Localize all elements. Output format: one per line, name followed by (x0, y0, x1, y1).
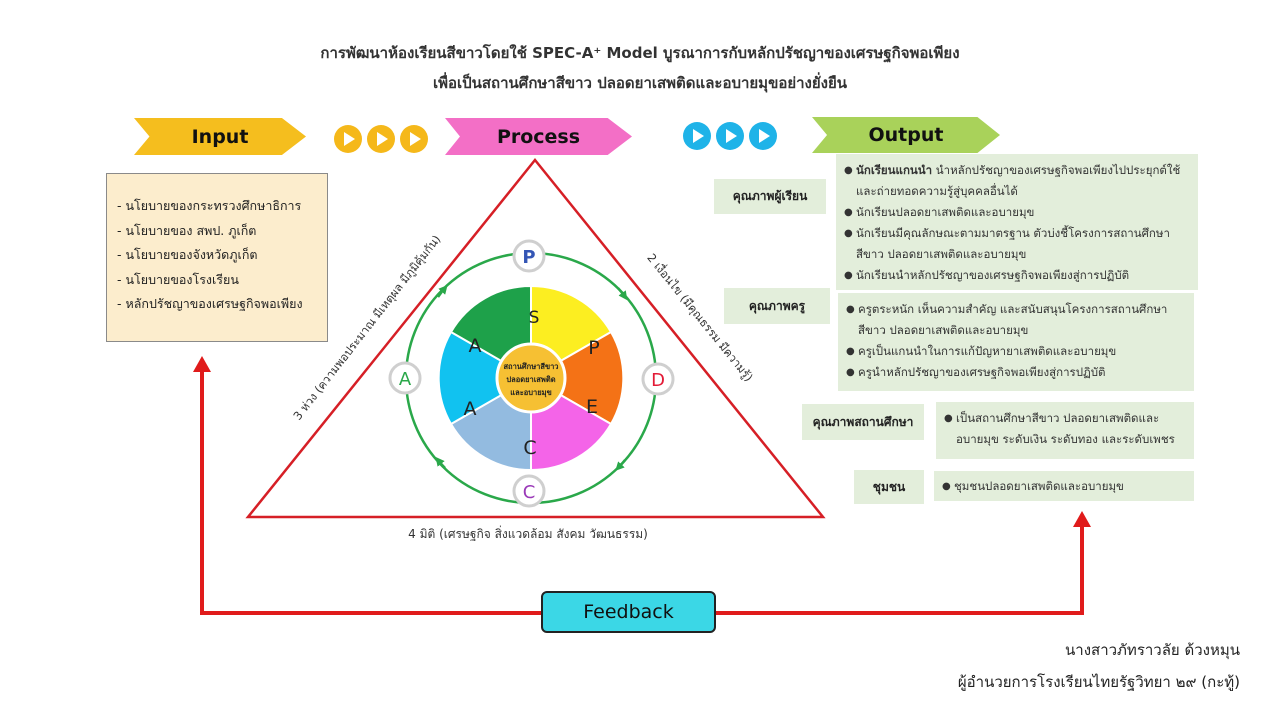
output-item-cont: และถ่ายทอดความรู้สู่บุคคลอื่นได้ (856, 184, 1018, 198)
feedback-line-left (200, 370, 541, 615)
output-item-cont: สีขาว ปลอดยาเสพติดและอบายมุข (858, 323, 1029, 337)
node-c (512, 474, 546, 508)
feedback-line-right (716, 525, 1084, 615)
output-item-lead: นักเรียนแกนนำ (856, 163, 933, 177)
play-icon (400, 125, 428, 153)
output-item-text: ครูตระหนัก เห็นความสำคัญ และสนับสนุนโครง… (858, 302, 1168, 316)
output-item: นักเรียนนำหลักปรัชญาของเศรษฐกิจพอเพียงสู… (844, 265, 1190, 286)
cycle-arrow (436, 284, 448, 298)
feedback-label: Feedback (583, 601, 674, 623)
wheel-label-c: C (523, 437, 536, 459)
output-item: นักเรียนมีคุณลักษณะตามมาตรฐาน ตัวบ่งชี้โ… (844, 223, 1190, 265)
output-item-cont: สีขาว ปลอดยาเสพติดและอบายมุข (856, 247, 1027, 261)
cycle-arrow (615, 459, 626, 471)
wheel-label-s: S (529, 308, 540, 328)
output-item-text: นำหลักปรัชญาของเศรษฐกิจพอเพียงไปประยุกต์… (932, 163, 1181, 177)
wheel-label-e: E (586, 396, 598, 418)
output-item-text: เป็นสถานศึกษาสีขาว ปลอดยาเสพติดและ (956, 411, 1160, 425)
output-label-teachers: คุณภาพครู (724, 288, 830, 324)
signature-position: ผู้อำนวยการโรงเรียนไทยรัฐวิทยา ๒๙ (กะทู้… (957, 673, 1240, 691)
node-p-label: P (522, 247, 535, 268)
feedback-arrowhead-left (193, 356, 211, 372)
title-line-1: การพัฒนาห้องเรียนสีขาวโดยใช้ SPEC-A⁺ Mod… (320, 44, 960, 62)
output-label-school: คุณภาพสถานศึกษา (802, 404, 924, 440)
input-item: - นโยบายของจังหวัดภูเก็ต (117, 247, 258, 262)
node-d (641, 362, 675, 396)
output-box-school: เป็นสถานศึกษาสีขาว ปลอดยาเสพติดและอบายมุ… (936, 402, 1194, 459)
output-arrow-label: Output (868, 124, 944, 146)
output-item: นักเรียนแกนนำ นำหลักปรัชญาของเศรษฐกิจพอเ… (844, 160, 1190, 202)
output-item: เป็นสถานศึกษาสีขาว ปลอดยาเสพติดและอบายมุ… (944, 408, 1186, 450)
output-item: ครูตระหนัก เห็นความสำคัญ และสนับสนุนโครง… (846, 299, 1186, 341)
play-icon (749, 122, 777, 150)
output-box-community: ชุมชนปลอดยาเสพติดและอบายมุข (934, 471, 1194, 501)
center-text-line: และอบายมุข (510, 388, 551, 397)
play-icon (683, 122, 711, 150)
node-c-label: C (523, 482, 536, 503)
play-icon (367, 125, 395, 153)
wheel-label-a-bottom: A (464, 398, 477, 420)
center-text-line: ปลอดยาเสพติด (506, 375, 555, 384)
wheel-label-a-top: A (469, 335, 482, 357)
wheel-label-p: P (588, 337, 599, 359)
output-label-community: ชุมชน (854, 470, 924, 504)
wheel-center (495, 342, 567, 414)
input-item: - นโยบายของกระทรวงศึกษาธิการ (117, 198, 302, 213)
output-item: ชุมชนปลอดยาเสพติดและอบายมุข (942, 476, 1186, 497)
feedback-arrowhead-right (1073, 511, 1091, 527)
node-a (388, 361, 422, 395)
cycle-arrow (617, 287, 628, 301)
input-arrow: Input (134, 118, 306, 155)
center-text-line: สถานศึกษาสีขาว (503, 362, 558, 371)
cycle-arrow (435, 456, 446, 469)
triangle-bottom-label: 4 มิติ (เศรษฐกิจ สิ่งแวดล้อม สังคม วัฒนธ… (408, 525, 648, 541)
signature-name: นางสาวภัทราวลัย ด้วงหมุน (1065, 641, 1240, 659)
play-icon (716, 122, 744, 150)
output-arrow: Output (812, 117, 1000, 153)
node-p (512, 239, 546, 273)
output-box-teachers: ครูตระหนัก เห็นความสำคัญ และสนับสนุนโครง… (838, 293, 1194, 391)
output-box-students: นักเรียนแกนนำ นำหลักปรัชญาของเศรษฐกิจพอเ… (836, 154, 1198, 290)
process-arrow: Process (445, 118, 632, 155)
output-item: ครูเป็นแกนนำในการแก้ปัญหายาเสพติดและอบาย… (846, 341, 1186, 362)
output-label-students: คุณภาพผู้เรียน (714, 179, 826, 214)
input-item: - นโยบายของ สพป. ภูเก็ต (117, 222, 257, 238)
feedback-box: Feedback (541, 591, 716, 633)
output-item: นักเรียนปลอดยาเสพติดและอบายมุข (844, 202, 1190, 223)
input-arrow-label: Input (191, 125, 249, 148)
output-item: ครูนำหลักปรัชญาของเศรษฐกิจพอเพียงสู่การป… (846, 362, 1186, 383)
input-item: - นโยบายของโรงเรียน (117, 271, 239, 287)
node-a-label: A (399, 369, 412, 390)
output-item-cont: อบายมุข ระดับเงิน ระดับทอง และระดับเพชร (956, 432, 1175, 446)
title-line-2: เพื่อเป็นสถานศึกษาสีขาว ปลอดยาเสพติดและอ… (432, 74, 848, 92)
input-box: - นโยบายของกระทรวงศึกษาธิการ - นโยบายของ… (106, 173, 328, 342)
input-item: - หลักปรัชญาของเศรษฐกิจพอเพียง (117, 296, 303, 311)
wheel-segment-a-bottom (437, 330, 534, 426)
play-icon (334, 125, 362, 153)
process-arrow-label: Process (496, 125, 581, 148)
output-item-text: นักเรียนมีคุณลักษณะตามมาตรฐาน ตัวบ่งชี้โ… (856, 226, 1170, 240)
node-d-label: D (651, 370, 665, 391)
wheel-segment-p (528, 330, 625, 426)
